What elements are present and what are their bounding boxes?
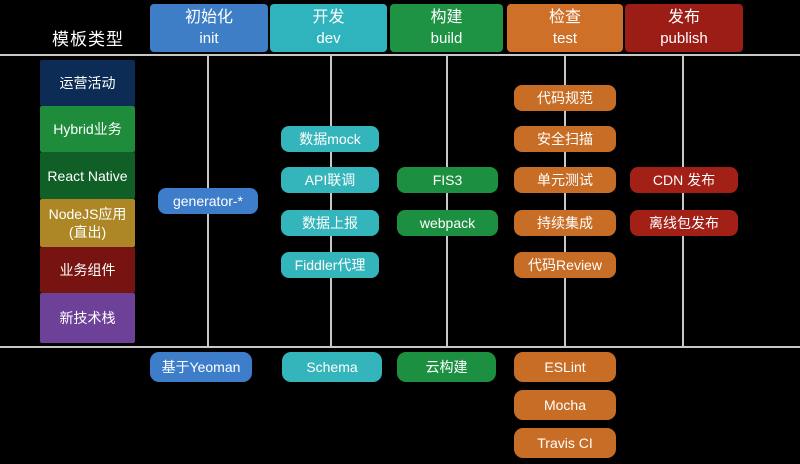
sidebar-item-label: 运营活动 xyxy=(59,75,116,91)
node-code-standard: 代码规范 xyxy=(514,85,616,111)
node-unit-test: 单元测试 xyxy=(514,167,616,193)
node-offline-package: 离线包发布 xyxy=(630,210,738,236)
node-code-review: 代码Review xyxy=(514,252,616,278)
column-title-zh: 初始化 xyxy=(184,9,233,26)
node-data-report: 数据上报 xyxy=(281,210,379,236)
node-ci: 持续集成 xyxy=(514,210,616,236)
column-header-dev: 开发 dev xyxy=(270,4,387,52)
sidebar-item-react-native: React Native xyxy=(40,152,135,199)
footer-node-cloud-build: 云构建 xyxy=(397,352,496,382)
sidebar-template-types: 运营活动 Hybrid业务 React Native NodeJS应用 (直出)… xyxy=(40,60,135,343)
column-header-test: 检查 test xyxy=(507,4,623,52)
sidebar-item-biz-component: 业务组件 xyxy=(40,247,135,293)
sidebar-item-label-line2: (直出) xyxy=(68,224,107,240)
column-title-en: test xyxy=(552,30,578,47)
node-api-debug: API联调 xyxy=(281,167,379,193)
column-title-en: publish xyxy=(660,30,708,47)
node-cdn-publish: CDN 发布 xyxy=(630,167,738,193)
sidebar-item-hybrid: Hybrid业务 xyxy=(40,106,135,152)
sidebar-item-label: NodeJS应用 xyxy=(48,206,127,222)
footer-node-eslint: ESLint xyxy=(514,352,616,382)
column-line-test xyxy=(564,56,566,346)
footer-divider-line xyxy=(0,346,800,348)
sidebar-item-nodejs: NodeJS应用 (直出) xyxy=(40,199,135,247)
column-title-en: init xyxy=(199,30,219,47)
column-title-zh: 检查 xyxy=(548,9,581,26)
column-line-publish xyxy=(682,56,684,346)
sidebar-item-operations: 运营活动 xyxy=(40,60,135,106)
column-title-zh: 构建 xyxy=(430,9,463,26)
node-security-scan: 安全扫描 xyxy=(514,126,616,152)
column-header-init: 初始化 init xyxy=(150,4,268,52)
sidebar-item-label: 新技术栈 xyxy=(59,310,116,326)
sidebar-item-label: Hybrid业务 xyxy=(53,121,122,137)
column-header-build: 构建 build xyxy=(390,4,503,52)
node-fis3: FIS3 xyxy=(397,167,498,193)
column-header-publish: 发布 publish xyxy=(625,4,743,52)
footer-node-mocha: Mocha xyxy=(514,390,616,420)
footer-node-schema: Schema xyxy=(282,352,382,382)
header-divider-line xyxy=(0,54,800,56)
node-generator: generator-* xyxy=(158,188,258,214)
node-data-mock: 数据mock xyxy=(281,126,379,152)
column-title-zh: 发布 xyxy=(667,9,700,26)
column-line-build xyxy=(446,56,448,346)
footer-node-travis-ci: Travis CI xyxy=(514,428,616,458)
sidebar-item-label: 业务组件 xyxy=(59,262,116,278)
sidebar-item-label: React Native xyxy=(47,167,128,184)
node-webpack: webpack xyxy=(397,210,498,236)
column-line-dev xyxy=(330,56,332,346)
column-title-en: build xyxy=(430,30,463,47)
sidebar-title: 模板类型 xyxy=(52,30,124,49)
column-title-zh: 开发 xyxy=(312,9,345,26)
column-title-en: dev xyxy=(316,30,341,47)
footer-node-yeoman: 基于Yeoman xyxy=(150,352,252,382)
node-fiddler-proxy: Fiddler代理 xyxy=(281,252,379,278)
sidebar-item-new-tech-stack: 新技术栈 xyxy=(40,293,135,343)
